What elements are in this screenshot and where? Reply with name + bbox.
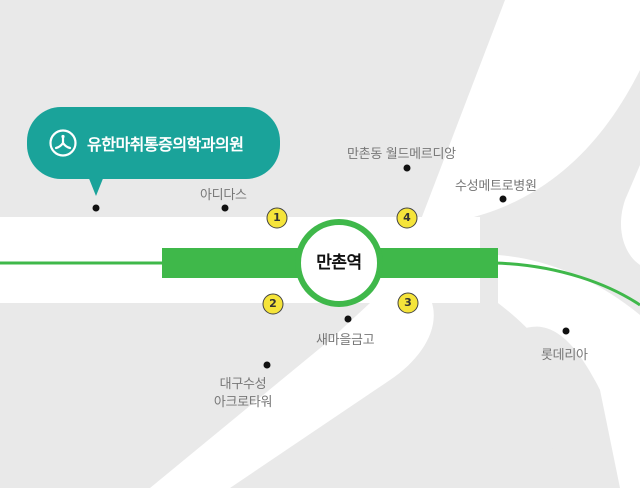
- manchon-world-dot: [403, 164, 411, 172]
- clinic-name: 유한마취통증의학과의원: [87, 135, 244, 154]
- landmark-dots: [92, 164, 570, 369]
- landmark-saemaeul-label: 새마을금고: [316, 333, 375, 348]
- line-east: [494, 261, 640, 307]
- landmark-manchon-world-label: 만촌동 월드메르디앙: [347, 147, 456, 162]
- exit-1-badge[interactable]: [266, 207, 288, 229]
- clinic-logo-icon: [49, 129, 77, 157]
- exit-4-number: 4: [403, 211, 411, 224]
- clinic-callout[interactable]: 유한마취통증의학과의원: [27, 107, 280, 179]
- subway-line: [0, 219, 640, 307]
- road-south-diagonal: [150, 303, 434, 488]
- station-name[interactable]: 만촌역: [316, 253, 362, 273]
- exit-3-number: 3: [404, 296, 412, 309]
- landmark-suseong-metro-label: 수성메트로병원: [455, 179, 537, 194]
- road-far-right: [620, 165, 640, 265]
- suseong-metro-dot: [499, 195, 507, 203]
- exit-badges: [262, 207, 419, 315]
- road-top-right: [420, 0, 640, 222]
- exit-3-badge[interactable]: [397, 292, 419, 314]
- adidas-dot: [221, 204, 229, 212]
- exit-2-number: 2: [269, 297, 277, 310]
- exit-4-badge[interactable]: [396, 207, 418, 229]
- exit-2-badge[interactable]: [262, 293, 284, 315]
- landmark-daegu-line1: 대구수성: [219, 377, 267, 392]
- landmark-daegu-suseong-label: 대구수성 아크로타워: [206, 376, 280, 412]
- lotte-dot: [562, 327, 570, 335]
- landmark-daegu-line2: 아크로타워: [213, 395, 273, 410]
- block-right-bottom: [520, 326, 620, 488]
- daegu-suseong-dot: [263, 361, 271, 369]
- landmark-lotte-label: 롯데리아: [541, 348, 588, 363]
- callout-pointer: [88, 176, 104, 196]
- clinic-dot: [92, 204, 100, 212]
- saemaeul-dot: [344, 315, 352, 323]
- exit-1-number: 1: [273, 211, 281, 224]
- landmark-adidas-label: 아디다스: [200, 188, 247, 203]
- station-ring[interactable]: [295, 219, 383, 307]
